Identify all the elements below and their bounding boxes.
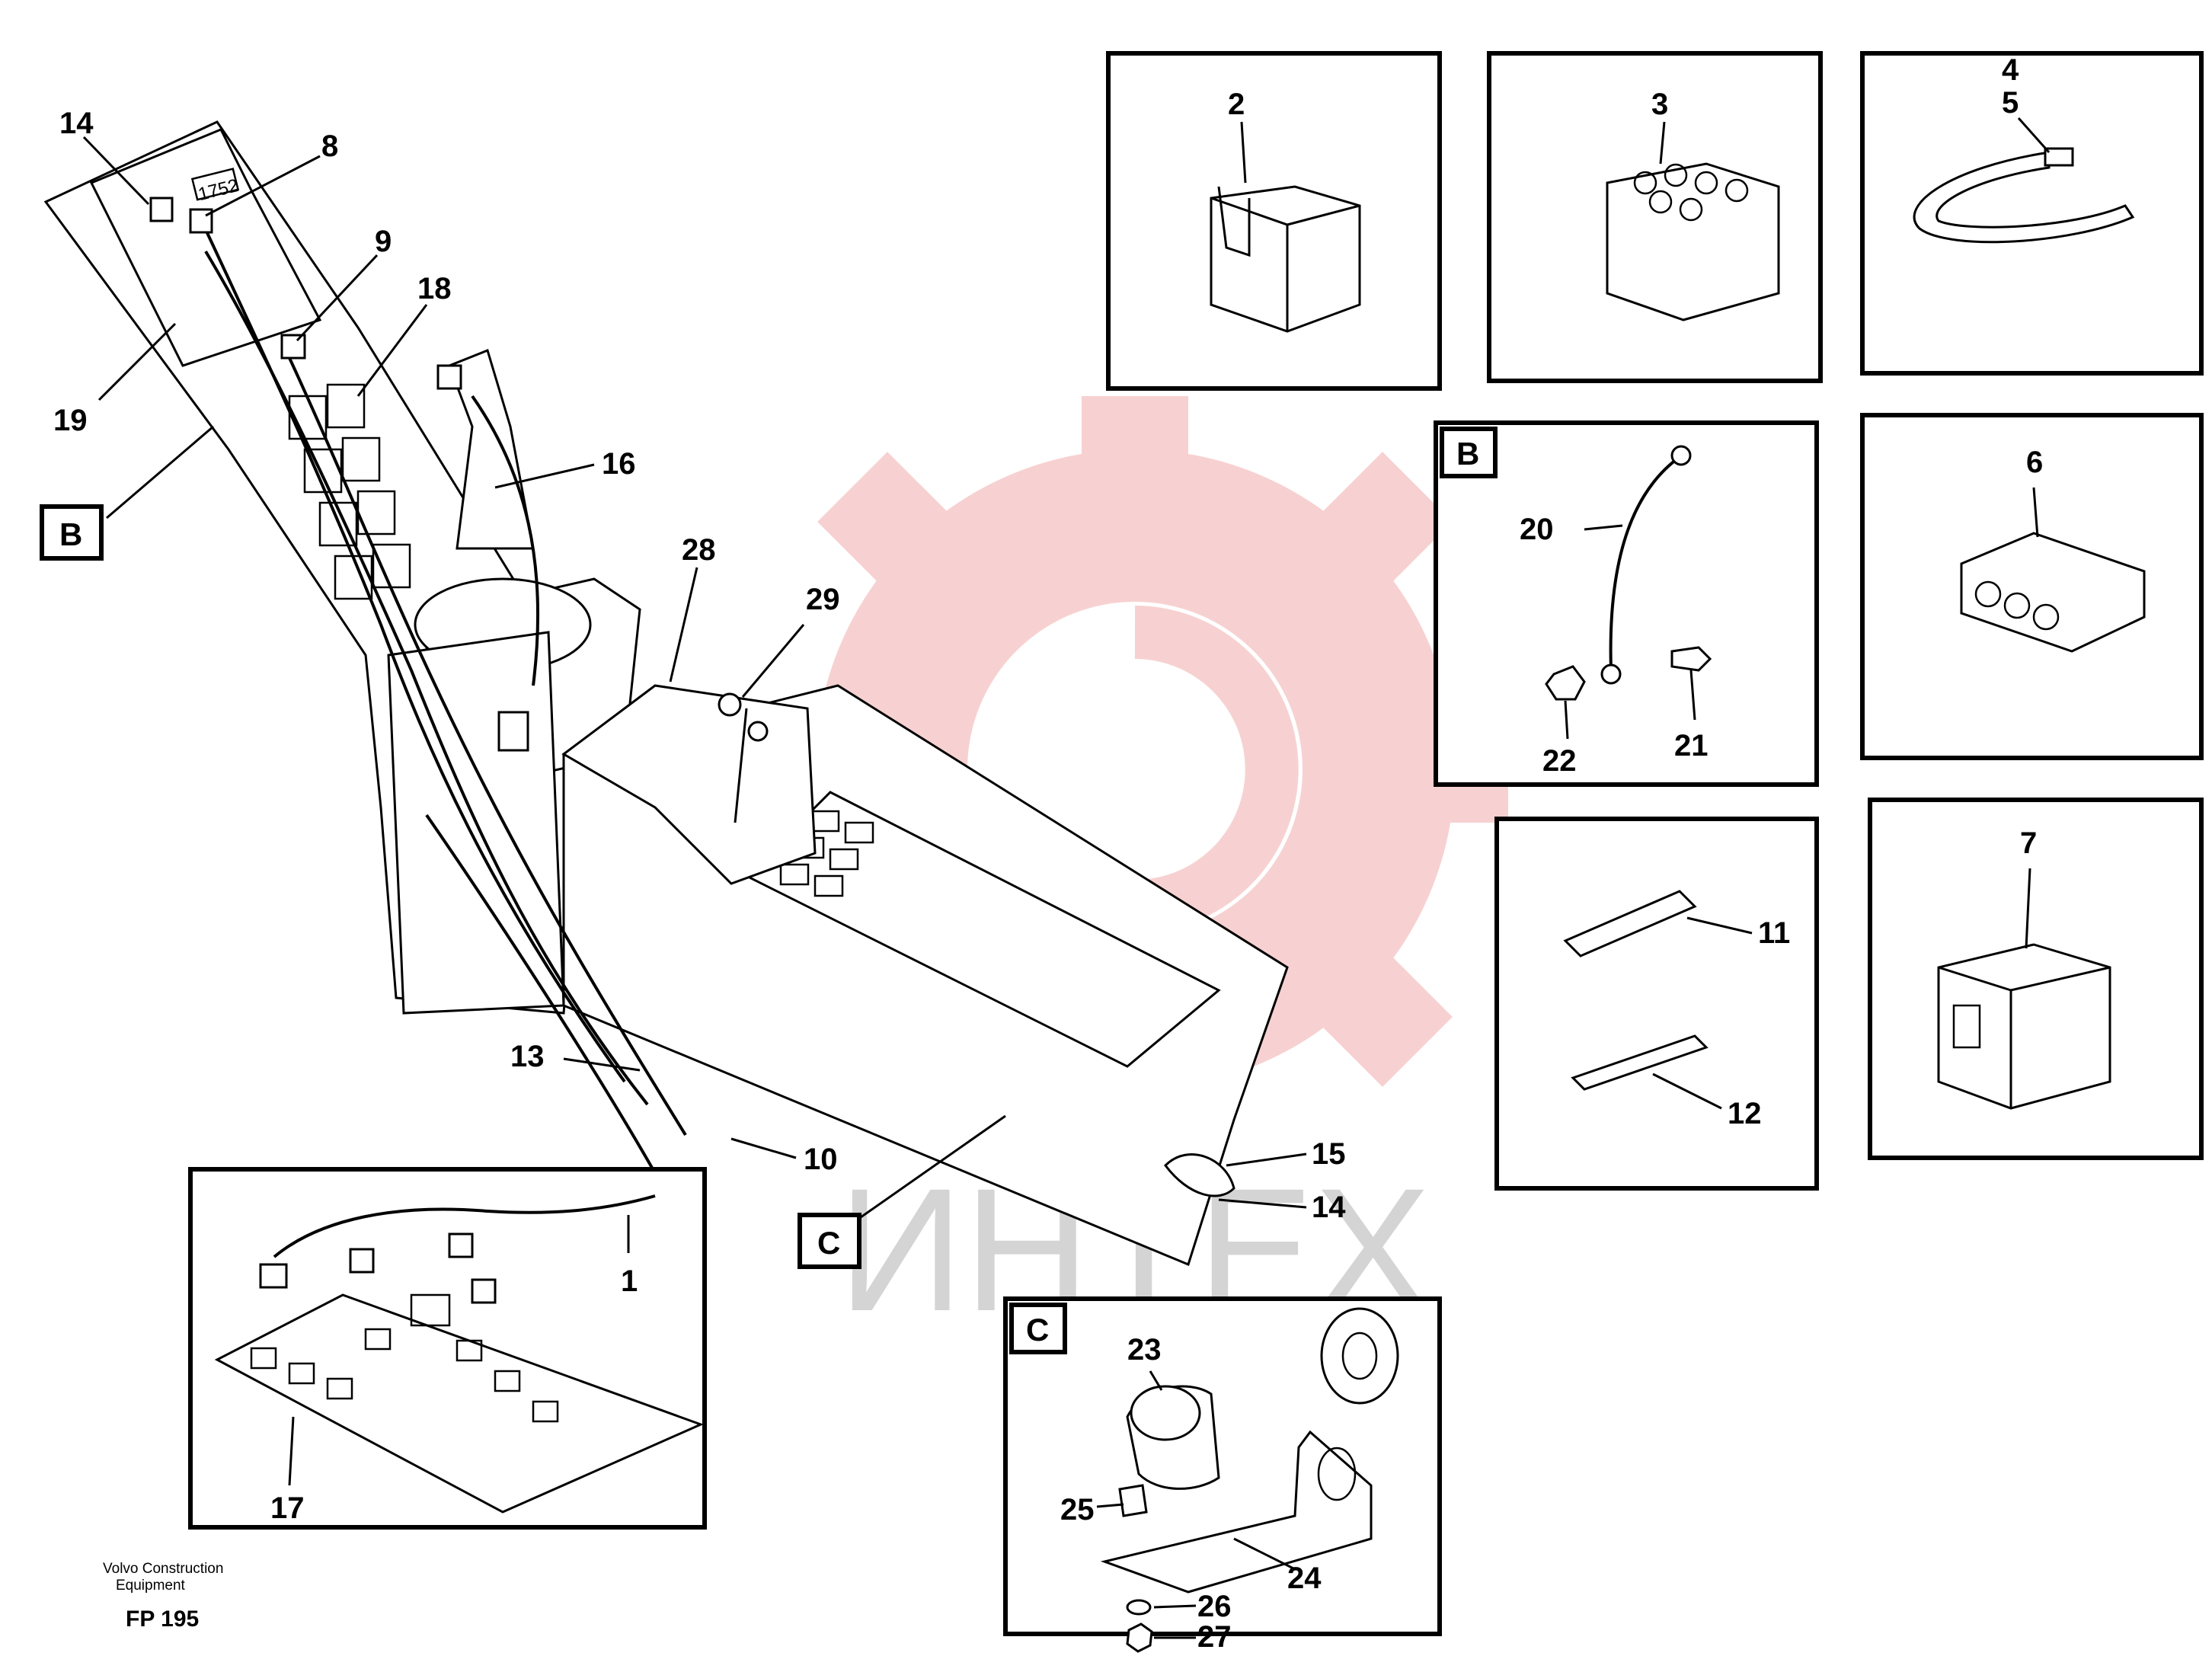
detail-box-pcb: 1 17 [188,1167,707,1530]
relay-7 [1937,943,2111,1110]
callout-14-lower: 14 [1312,1191,1346,1224]
callout-5: 5 [2002,86,2019,120]
cable-tie-head [2044,147,2074,167]
callout-29: 29 [806,583,840,616]
callout-6: 6 [2026,446,2043,479]
callout-27: 27 [1197,1620,1232,1654]
detail-box-2: 2 [1106,51,1442,391]
callout-21: 21 [1674,729,1709,762]
footer-code: FP 195 [126,1606,199,1632]
multi-pin-connector [1606,162,1780,321]
detail-box-c: C 23 25 24 26 27 [1003,1296,1442,1654]
connector-joystick [497,711,529,752]
callout-4: 4 [2002,53,2019,87]
detail-marker-c-letter: C [817,1225,840,1261]
bracket-24 [1100,1430,1373,1594]
callout-25: 25 [1060,1493,1095,1527]
harness-connector [349,1248,375,1274]
callout-18: 18 [417,272,452,305]
callout-19: 19 [53,404,88,437]
console-assembly: 1752 [43,120,1289,1267]
callout-10: 10 [804,1143,838,1176]
callout-26: 26 [1197,1590,1232,1623]
detail-marker-b-letter: B [59,516,82,552]
harness-connector [471,1278,497,1304]
wiring-harness [197,213,687,1174]
callout-23: 23 [1127,1333,1162,1367]
callout-24: 24 [1287,1562,1322,1595]
connector-pins [1633,163,1749,222]
leader-lines [82,136,1307,1224]
round-terminal-12 [1571,1034,1709,1091]
callout-13: 13 [510,1040,545,1073]
throttle-lever [734,708,748,823]
detail-box-6: 6 [1860,413,2204,760]
callout-14: 14 [59,107,94,140]
callout-28: 28 [682,533,716,567]
callout-2: 2 [1228,88,1245,121]
cable-clamp-15 [1164,1153,1235,1197]
washer-26 [1126,1599,1152,1616]
relay-housing [1210,185,1361,333]
nut-22 [1545,665,1586,701]
detail-box-b-letter: B [1456,436,1479,472]
cable-tie [1913,151,2135,244]
board-components [250,1293,559,1423]
callout-15: 15 [1312,1137,1346,1171]
detail-box-c-marker [1009,1303,1067,1354]
callout-3: 3 [1651,88,1668,121]
detail-box-c-letter: C [1026,1312,1049,1348]
callout-9: 9 [375,225,392,258]
detail-box-b-marker [1440,427,1498,478]
detail-marker-c [798,1213,861,1269]
detail-box-3: 3 [1487,51,1823,383]
three-pin-connector [1960,532,2146,653]
nut-27 [1126,1622,1153,1653]
callout-22: 22 [1542,744,1577,778]
callout-1: 1 [621,1264,638,1298]
connector-18 [436,364,462,390]
callout-11: 11 [1758,916,1790,950]
screw-25 [1118,1484,1148,1517]
connector-14 [149,197,174,222]
nut-ring [1320,1307,1399,1405]
detail-box-7: 7 [1868,798,2204,1160]
instrument-panel [89,128,322,367]
ground-strap [1609,456,1681,671]
harness-connector [259,1263,288,1289]
display-window [190,168,240,201]
detail-box-b: B 20 21 22 [1434,420,1819,787]
bolt-21 [1670,646,1712,672]
connector-9 [280,334,306,360]
harness-connector [448,1232,474,1258]
callout-8: 8 [321,129,338,163]
flat-terminal-11 [1563,890,1697,957]
callout-12: 12 [1728,1097,1762,1130]
detail-box-4-5: 4 5 [1860,51,2204,376]
footer-maker-line1: Volvo Construction [103,1561,223,1577]
callout-17: 17 [270,1491,305,1525]
callout-16: 16 [602,447,636,481]
callout-7: 7 [2020,826,2037,860]
detail-marker-b [40,504,104,561]
footer-maker-line2: Equipment [116,1578,186,1594]
detail-box-11-12: 11 12 [1494,817,1819,1191]
circuit-board [214,1293,705,1514]
callout-20: 20 [1520,513,1554,546]
